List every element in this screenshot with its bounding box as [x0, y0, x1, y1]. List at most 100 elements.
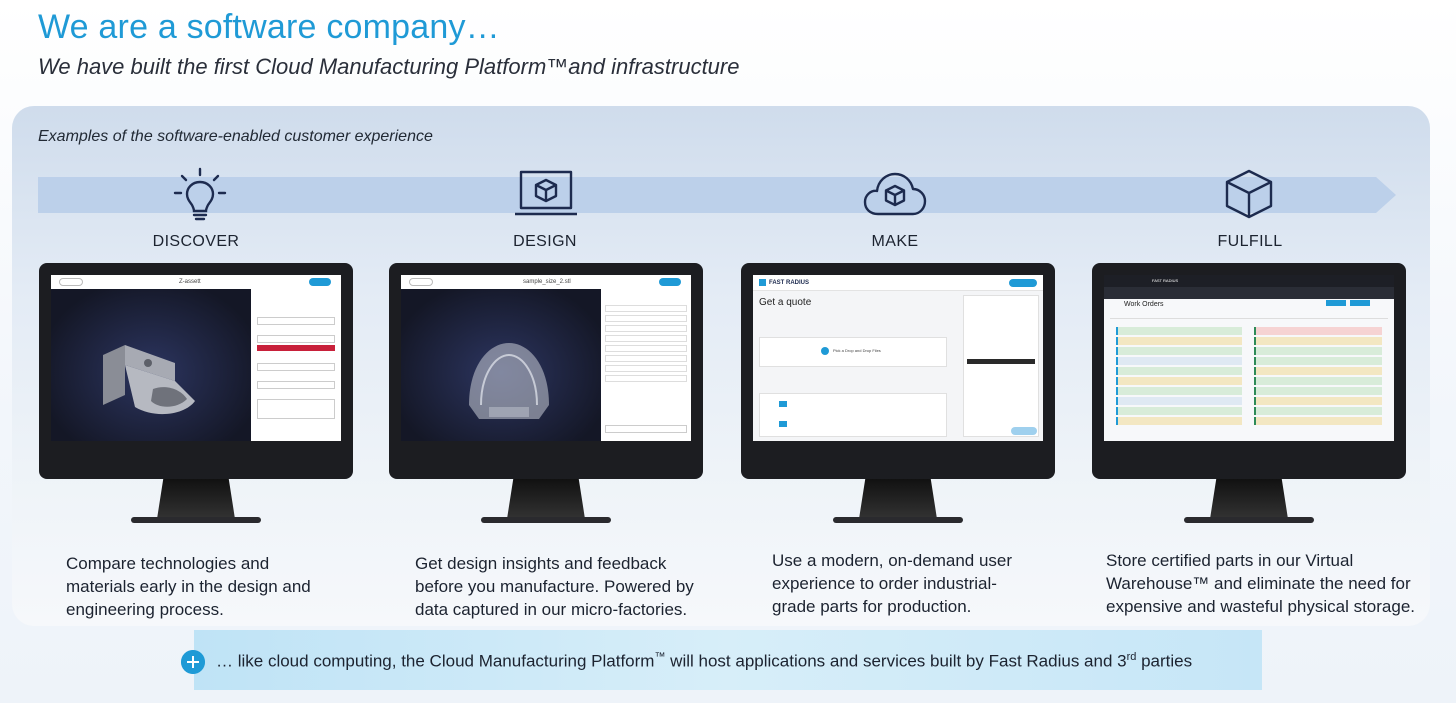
work-order-row	[1254, 417, 1382, 425]
monitor-fulfill: FAST RADIUS Work Orders	[1092, 263, 1406, 525]
plus-icon	[181, 650, 205, 674]
description-fulfill: Store certified parts in our Virtual War…	[1106, 551, 1416, 616]
stage-label-make: MAKE	[871, 233, 919, 250]
footer-callout	[194, 630, 1262, 690]
field	[257, 317, 335, 325]
footer-text: … like cloud computing, the Cloud Manufa…	[216, 651, 1193, 671]
app-header	[1104, 275, 1394, 287]
check-row	[605, 355, 687, 362]
app-toolbar	[51, 275, 341, 289]
process-arrow-band	[38, 177, 1376, 213]
checkout-button	[1011, 427, 1037, 435]
work-order-row	[1116, 357, 1242, 365]
examples-label: Examples of the software-enabled custome…	[38, 128, 433, 145]
work-order-row	[1116, 417, 1242, 425]
drop-zone	[759, 337, 947, 367]
work-order-row	[1254, 367, 1382, 375]
lightbulb-icon	[173, 167, 227, 221]
save-button	[659, 278, 681, 286]
get-quote-button	[1009, 279, 1037, 287]
work-order-row	[1254, 347, 1382, 355]
work-order-row	[1254, 397, 1382, 405]
monitor-stand	[157, 479, 235, 519]
field	[257, 363, 335, 371]
quantity-field	[605, 425, 687, 433]
quote-heading: Get a quote	[759, 297, 812, 308]
field	[257, 335, 335, 343]
work-orders-heading: Work Orders	[1124, 301, 1164, 308]
file-icon	[779, 401, 787, 407]
description-design: Get design insights and feedback before …	[415, 554, 694, 619]
check-row	[605, 335, 687, 342]
check-row	[605, 345, 687, 352]
upload-icon	[821, 347, 829, 355]
monitor-base	[481, 517, 611, 523]
app-toolbar	[401, 275, 691, 289]
cloud-cube-icon	[863, 172, 927, 216]
work-order-row	[1254, 377, 1382, 385]
quote-summary-panel	[963, 295, 1039, 437]
monitor-design: sample_size_2.stl	[389, 263, 703, 525]
sub-header	[1104, 287, 1394, 299]
stage-label-design: DESIGN	[513, 233, 577, 250]
monitor-base	[131, 517, 261, 523]
field	[257, 381, 335, 389]
action-button	[1326, 300, 1346, 306]
monitor-discover: Z-assett	[39, 263, 353, 525]
error-field	[257, 345, 335, 351]
work-order-row	[1254, 357, 1382, 365]
screen-design: sample_size_2.stl	[401, 275, 691, 441]
screen-make: FAST RADIUS Get a quote Pick a Drop and …	[753, 275, 1043, 441]
work-order-row	[1116, 397, 1242, 405]
monitor-stand	[507, 479, 585, 519]
save-button	[309, 278, 331, 286]
monitor-make: FAST RADIUS Get a quote Pick a Drop and …	[741, 263, 1055, 525]
stage-label-fulfill: FULFILL	[1217, 233, 1283, 250]
process-arrow-head	[1376, 177, 1396, 213]
check-row	[605, 365, 687, 372]
part-model	[103, 345, 195, 415]
work-order-row	[1116, 407, 1242, 415]
filter-tabs	[1110, 313, 1388, 319]
cube-icon	[1225, 169, 1273, 219]
action-button	[1350, 300, 1370, 306]
monitor-stand	[859, 479, 937, 519]
check-row	[605, 375, 687, 382]
work-order-row	[1116, 327, 1242, 335]
app-header	[753, 275, 1043, 291]
work-order-row	[1254, 337, 1382, 345]
work-order-row	[1116, 347, 1242, 355]
stage-label-discover: DISCOVER	[152, 233, 240, 250]
summary-warning	[967, 359, 1035, 364]
work-order-row	[1116, 367, 1242, 375]
notes-field	[257, 399, 335, 419]
work-order-row	[1254, 327, 1382, 335]
brand-logo-icon	[759, 279, 766, 286]
monitor-base	[833, 517, 963, 523]
check-row	[605, 305, 687, 312]
page-subtitle: We have built the first Cloud Manufactur…	[38, 54, 740, 79]
work-order-row	[1254, 407, 1382, 415]
work-order-row	[1116, 377, 1242, 385]
description-discover: Compare technologies and materials early…	[66, 554, 311, 619]
part-details-panel	[251, 289, 341, 441]
file-icon	[779, 421, 787, 427]
work-order-row	[1254, 387, 1382, 395]
brand-name: FAST RADIUS	[769, 280, 810, 286]
screen-discover: Z-assett	[51, 275, 341, 441]
part-model	[469, 343, 549, 419]
monitor-stand	[1210, 479, 1288, 519]
screen-title: Z-assett	[179, 279, 201, 285]
upload-list	[759, 393, 947, 437]
work-order-row	[1116, 387, 1242, 395]
monitor-base	[1184, 517, 1314, 523]
page-title: We are a software company…	[38, 8, 500, 46]
screen-title: sample_size_2.stl	[523, 279, 571, 285]
brand-name: FAST RADIUS	[1152, 278, 1179, 283]
work-order-row	[1116, 337, 1242, 345]
laptop-cube-icon	[515, 170, 577, 216]
back-button	[59, 278, 83, 286]
back-button	[409, 278, 433, 286]
description-make: Use a modern, on-demand user experience …	[772, 551, 1013, 616]
check-row	[605, 325, 687, 332]
